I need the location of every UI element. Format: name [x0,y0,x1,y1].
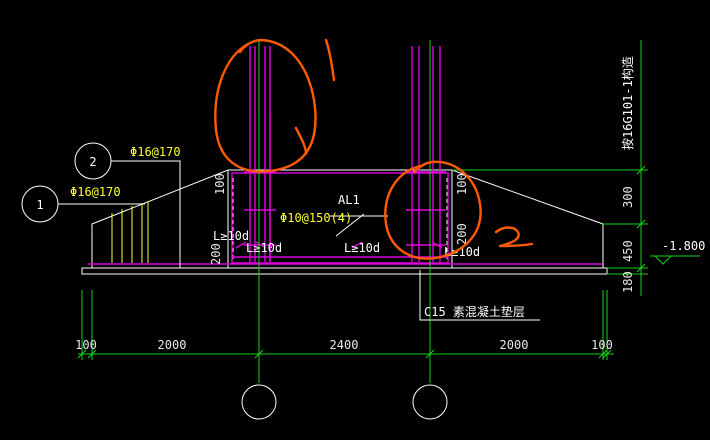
hand-mark-1 [324,38,336,82]
foundation-outline [81,169,608,275]
rebar-label-1: Φ16@170 [70,185,121,199]
elevation-marker [650,255,700,265]
leader-beam-slant [335,213,365,237]
leader-concrete [419,270,540,321]
beam-name: AL1 [338,193,360,207]
hand-mark-1b [294,126,308,156]
rebar-label-2: Φ16@170 [130,145,181,159]
grid-bubble-left [241,384,277,420]
hand-annotations [214,38,534,260]
horizontal-dim: 2000 [500,338,529,352]
footing-profile [91,169,604,268]
hand-circle-1 [214,38,317,173]
grid-bubble-right [412,384,448,420]
horizontal-dim: 2000 [158,338,187,352]
dimension-lines [77,40,700,420]
anchorage-label: L≥10d [444,245,480,259]
concrete-note: C15 素混凝土垫层 [424,304,525,319]
hand-mark-2 [494,226,534,248]
vertical-dim: 300 [621,186,635,208]
bar-hook [235,241,247,249]
bar-hook [255,241,267,249]
labels: 1 2 Φ16@170 Φ16@170 AL1 Φ10@150(4) L≥10d… [36,56,705,352]
hand-circle-2 [384,160,482,260]
reference-note: 按16G101-1构造 [620,56,635,150]
rebar-group [88,46,602,265]
side-dim-bottom-right: 200 [455,223,469,245]
horizontal-dim: 100 [75,338,97,352]
anchorage-label: L≥10d [344,241,380,255]
callout-number-1: 1 [36,198,43,212]
cushion-layer [81,267,608,275]
side-dim-top-left: 100 [213,173,227,195]
dim-tick [77,349,612,359]
leader-2 [111,160,181,268]
side-dim-top-right: 100 [455,173,469,195]
beam-stirrup [231,172,449,264]
horizontal-dim: 100 [591,338,613,352]
dim-tick [636,165,646,273]
leader-lines [21,142,540,321]
callout-number-2: 2 [89,155,96,169]
side-dim-bottom-left: 200 [209,243,223,265]
bar-hook [431,241,443,249]
stirrup-label: Φ10@150(4) [280,211,352,225]
horizontal-dim: 2400 [330,338,359,352]
anchorage-label: L≥10d [246,241,282,255]
slope-rebar [111,201,149,263]
elevation-label: -1.800 [662,239,705,253]
vertical-dim: 450 [621,240,635,262]
vertical-dim: 180 [621,271,635,293]
bar-hook [351,241,363,249]
anchorage-label: L≥10d [213,229,249,243]
